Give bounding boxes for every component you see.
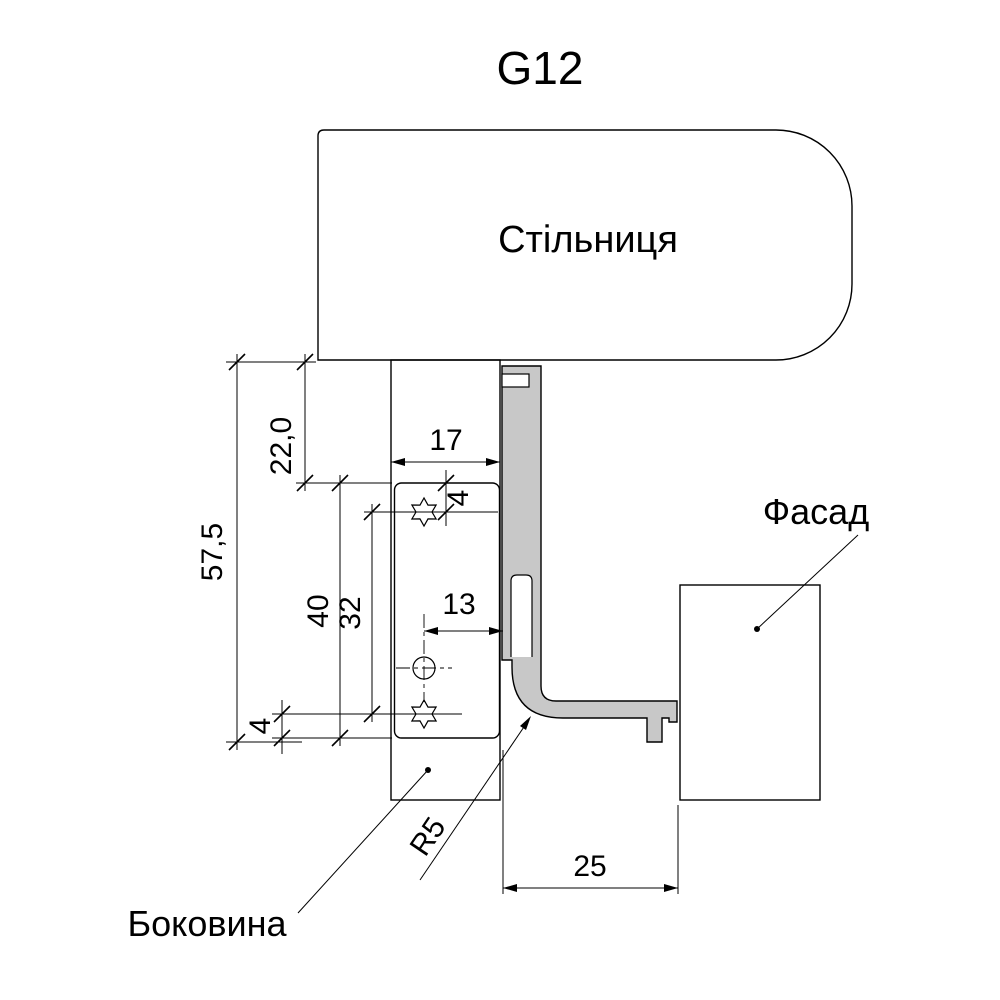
dim-gola-depth: 25 [573,850,606,883]
facade-leader [756,534,859,630]
countertop-outline [317,129,853,361]
dim-plate-height: 40 [302,594,335,627]
extension-lines [226,361,679,894]
drill-hole [396,614,452,702]
profile-middle-channel [510,574,533,657]
side-panel-leader [297,769,429,914]
side-panel-label: Боковина [128,903,288,944]
drawing-title: G12 [497,42,584,94]
dim-fillet-radius: R5 [404,812,453,862]
aluminium-profile [501,365,678,743]
dim-panel-thickness: 17 [429,424,462,457]
facade-leader-dot [754,626,760,632]
dim-countertop-gap: 22,0 [265,417,298,475]
profile-body [501,365,678,743]
facade-label: Фасад [763,491,869,532]
dimension-texts: 57,5 22,0 40 32 4 4 17 13 25 R5 [196,417,607,883]
dimension-arrows [391,458,678,892]
dim-screw-spacing: 32 [334,596,367,629]
radius-leader [419,720,529,881]
dim-total-height: 57,5 [196,523,229,581]
leaders-and-labels: Фасад Боковина [128,491,870,944]
profile-top-hook-notch [501,373,530,388]
countertop-part: Стільниця [317,129,853,361]
dim-screw-bottom-inset: 4 [244,718,277,735]
dim-screw-to-front: 13 [442,588,475,621]
dim-screw-top-inset: 4 [442,490,475,507]
facade-outline [679,584,821,801]
dimension-ticks [228,353,455,751]
side-panel-leader-dot [425,767,431,773]
countertop-label: Стільниця [498,219,678,261]
